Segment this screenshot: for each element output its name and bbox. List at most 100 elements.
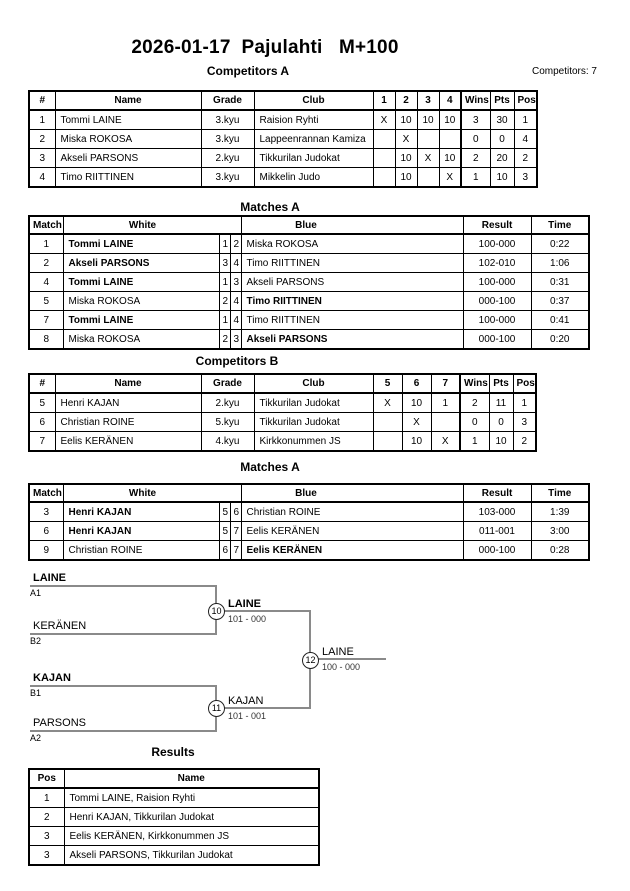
bracket-match11-winner: KAJAN: [228, 695, 264, 707]
column-header: White: [62, 483, 242, 503]
cell-grade: 2.kyu: [200, 148, 255, 168]
cell-number: 4: [28, 167, 56, 188]
cell-score: X: [401, 412, 432, 432]
cell-white-name: Miska ROKOSA: [62, 329, 220, 350]
cell-blue-name: Timo RIITTINEN: [240, 310, 464, 330]
cell-club: Mikkelin Judo: [253, 167, 374, 188]
bracket-match11-number: 11: [208, 700, 225, 717]
cell-time: 0:31: [530, 272, 590, 292]
cell-white-number: 1: [218, 272, 231, 292]
cell-wins: 0: [459, 412, 490, 432]
cell-pos: 3: [28, 826, 65, 846]
cell-number: 5: [28, 392, 56, 413]
cell-match-number: 6: [28, 521, 64, 541]
cell-match-number: 9: [28, 540, 64, 561]
bracket-semi2-bottom-seed: A2: [30, 733, 42, 743]
cell-grade: 4.kyu: [200, 431, 255, 452]
cell-pts: 10: [488, 431, 514, 452]
cell-result: 103-000: [462, 501, 532, 522]
bracket-line: [30, 730, 217, 732]
cell-time: 3:00: [530, 521, 590, 541]
cell-white-name: Tommi LAINE: [62, 233, 220, 254]
cell-white-number: 5: [218, 521, 231, 541]
cell-white-name: Henri KAJAN: [62, 501, 220, 522]
column-header: #: [28, 90, 56, 111]
column-header: 1: [372, 90, 396, 111]
cell-time: 0:22: [530, 233, 590, 254]
cell-white-name: Henri KAJAN: [62, 521, 220, 541]
column-header: White: [62, 215, 242, 235]
column-header: Match: [28, 483, 64, 503]
cell-pts: 0: [488, 412, 514, 432]
cell-wins: 1: [459, 431, 490, 452]
cell-blue-name: Timo RIITTINEN: [240, 253, 464, 273]
table-header-row: Match White Blue Result Time: [28, 215, 590, 235]
cell-score: X: [438, 167, 462, 188]
heading-results: Results: [151, 745, 195, 759]
cell-pos: 2: [513, 148, 538, 168]
cell-grade: 3.kyu: [200, 109, 255, 130]
column-header: Pos: [28, 768, 65, 789]
cell-club: Tikkurilan Judokat: [253, 412, 374, 432]
cell-result: 000-100: [462, 291, 532, 311]
cell-white-name: Tommi LAINE: [62, 272, 220, 292]
cell-name: Henri KAJAN: [54, 392, 202, 413]
competitors-a-table: # Name Grade Club 1 2 3 4 Wins Pts Pos 1…: [28, 90, 538, 188]
cell-score: [372, 129, 396, 149]
cell-name: Akseli PARSONS, Tikkurilan Judokat: [63, 845, 320, 866]
heading-matches-a: Matches A: [240, 200, 300, 214]
cell-blue-number: 4: [229, 253, 242, 273]
cell-number: 3: [28, 148, 56, 168]
cell-match-number: 2: [28, 253, 64, 273]
column-header: Pts: [488, 373, 514, 394]
cell-blue-number: 4: [229, 310, 242, 330]
cell-blue-number: 7: [229, 521, 242, 541]
cell-time: 1:39: [530, 501, 590, 522]
cell-match-number: 4: [28, 272, 64, 292]
cell-white-number: 3: [218, 253, 231, 273]
cell-result: 102-010: [462, 253, 532, 273]
cell-score: 10: [401, 392, 432, 413]
bracket-match10-number: 10: [208, 603, 225, 620]
cell-club: Kirkkonummen JS: [253, 431, 374, 452]
cell-blue-name: Akseli PARSONS: [240, 329, 464, 350]
cell-name: Christian ROINE: [54, 412, 202, 432]
page-title: 2026-01-17 Pajulahti M+100: [131, 37, 399, 58]
column-header: Grade: [200, 373, 255, 394]
column-header: Name: [54, 90, 202, 111]
cell-name: Eelis KERÄNEN: [54, 431, 202, 452]
cell-pts: 11: [488, 392, 514, 413]
cell-score: [438, 129, 462, 149]
cell-name: Tommi LAINE: [54, 109, 202, 130]
cell-name: Henri KAJAN, Tikkurilan Judokat: [63, 807, 320, 827]
table-header-row: Match White Blue Result Time: [28, 483, 590, 503]
cell-name: Akseli PARSONS: [54, 148, 202, 168]
cell-time: 0:41: [530, 310, 590, 330]
cell-time: 0:20: [530, 329, 590, 350]
cell-white-name: Christian ROINE: [62, 540, 220, 561]
column-header: Club: [253, 373, 374, 394]
cell-time: 1:06: [530, 253, 590, 273]
cell-result: 100-000: [462, 272, 532, 292]
cell-pos: 4: [513, 129, 538, 149]
column-header: Name: [63, 768, 320, 789]
column-header: 7: [430, 373, 461, 394]
bracket-match11-score: 101 - 001: [228, 711, 267, 721]
cell-pos: 1: [513, 109, 538, 130]
cell-white-name: Miska ROKOSA: [62, 291, 220, 311]
cell-score: X: [394, 129, 418, 149]
cell-blue-number: 3: [229, 272, 242, 292]
column-header: 6: [401, 373, 432, 394]
